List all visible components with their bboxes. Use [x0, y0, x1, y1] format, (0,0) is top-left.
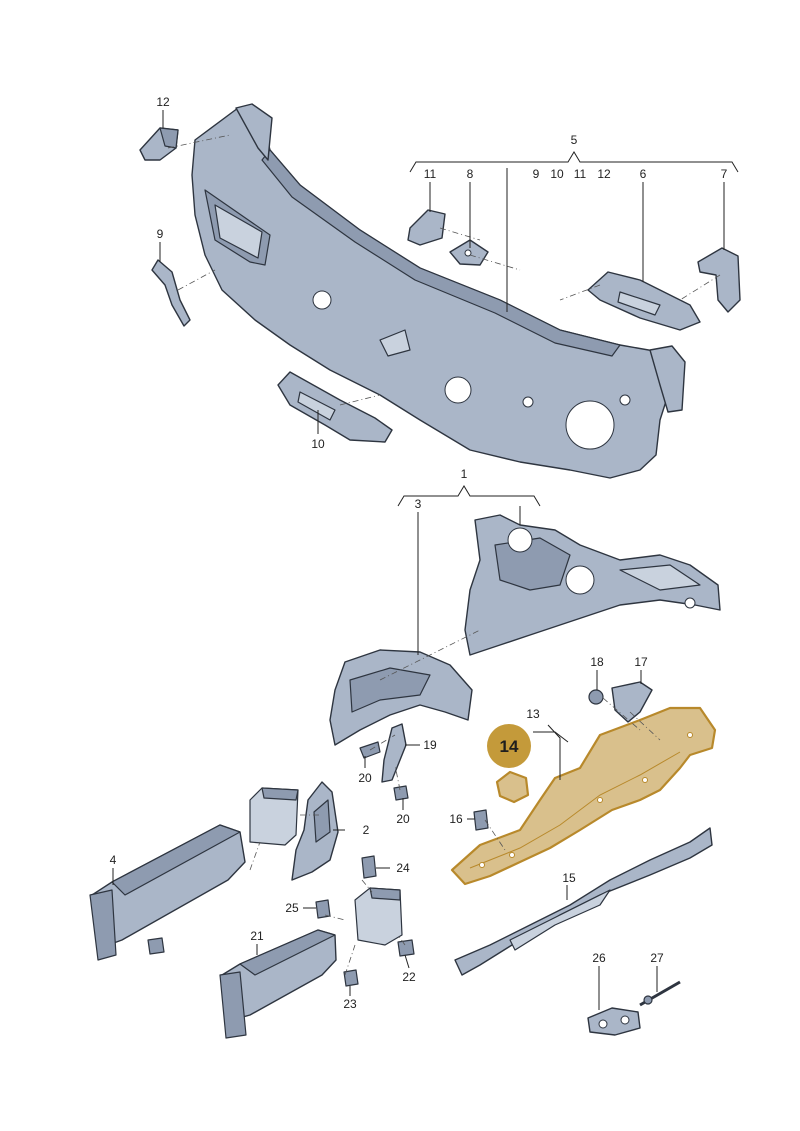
callout-10: 10	[311, 437, 325, 451]
bracket-7[interactable]	[697, 247, 741, 313]
callout-12: 12	[156, 95, 170, 109]
nut-18[interactable]	[588, 689, 604, 705]
bracket-12[interactable]	[139, 127, 179, 161]
crash-box-upper[interactable]	[249, 787, 299, 846]
leader-lines	[112, 110, 739, 1010]
callout-13: 13	[526, 707, 540, 721]
callout-16: 16	[449, 812, 463, 826]
callout-15: 15	[562, 871, 576, 885]
bolt-16[interactable]	[473, 809, 489, 831]
callout-26: 26	[592, 951, 606, 965]
callout-11-upper: 11	[424, 167, 437, 181]
wheel-arch-3[interactable]	[329, 649, 473, 746]
bracket-14[interactable]	[495, 770, 530, 804]
callout-5: 5	[571, 133, 578, 147]
bracket-11[interactable]	[407, 209, 446, 246]
callout-4: 4	[110, 853, 117, 867]
callout-20-lower: 20	[396, 812, 410, 826]
callout-labels: 12 5 11 8 9 10 11 12 6 7 9 10 1 3 18 17 …	[110, 95, 728, 1011]
callout-7: 7	[721, 167, 728, 181]
crash-box-lower[interactable]	[354, 887, 403, 946]
tow-holder-26[interactable]	[587, 1007, 641, 1036]
callout-25: 25	[285, 901, 299, 915]
bulkhead-panel[interactable]	[191, 103, 686, 479]
bumper-beam-4[interactable]	[89, 824, 246, 961]
callout-10-upper: 10	[550, 167, 564, 181]
bolt-20-lower[interactable]	[393, 785, 409, 801]
callout-18: 18	[590, 655, 604, 669]
bolt-23[interactable]	[343, 969, 359, 987]
bracket-19[interactable]	[381, 723, 407, 783]
callout-12-group: 12	[597, 167, 611, 181]
callout-6: 6	[640, 167, 647, 181]
bracket-9[interactable]	[151, 259, 191, 327]
lower-beam-21[interactable]	[219, 929, 337, 1039]
callout-19: 19	[423, 738, 437, 752]
callout-20-upper: 20	[358, 771, 372, 785]
callout-9-upper: 9	[533, 167, 540, 181]
callout-11-group: 11	[574, 167, 587, 181]
bolt-24[interactable]	[361, 855, 377, 879]
bolt-4[interactable]	[147, 937, 165, 955]
lower-member-15[interactable]	[454, 827, 713, 976]
callout-23: 23	[343, 997, 357, 1011]
callout-3: 3	[415, 497, 422, 511]
bolt-22[interactable]	[397, 939, 415, 957]
bracket-17[interactable]	[611, 681, 653, 723]
clip-8[interactable]	[449, 239, 489, 266]
bracket-10[interactable]	[277, 371, 393, 443]
callout-27: 27	[650, 951, 664, 965]
assembly-lines	[167, 134, 721, 976]
callout-24: 24	[396, 861, 410, 875]
reinforcement-6[interactable]	[587, 271, 701, 331]
callout-9: 9	[157, 227, 164, 241]
highlight-badge-label: 14	[500, 737, 519, 756]
callout-1: 1	[461, 467, 468, 481]
highlight-badge[interactable]: 14	[487, 724, 531, 768]
rod-27[interactable]	[639, 980, 681, 1007]
longitudinal-member-13[interactable]	[450, 706, 717, 886]
callout-21: 21	[250, 929, 264, 943]
bracket-2[interactable]	[291, 781, 339, 881]
bolt-25[interactable]	[315, 899, 331, 919]
callout-2: 2	[363, 823, 370, 837]
wheelhouse-assembly[interactable]	[464, 514, 721, 656]
callout-22: 22	[402, 970, 416, 984]
callout-17: 17	[634, 655, 648, 669]
callout-8: 8	[467, 167, 474, 181]
